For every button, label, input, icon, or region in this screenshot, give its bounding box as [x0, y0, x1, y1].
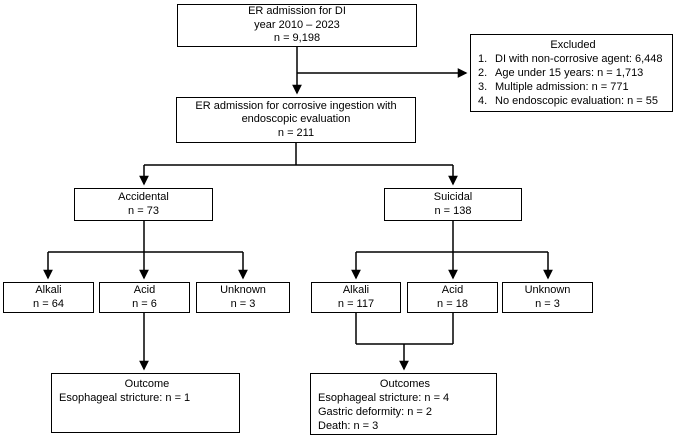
accidental-acid-count: n = 6: [132, 297, 157, 310]
box-excluded: Excluded 1. DI with non-corrosive agent:…: [470, 34, 673, 112]
box-suicidal: Suicidal n = 138: [384, 188, 522, 221]
suicidal-alkali-label: Alkali: [342, 284, 370, 296]
outcome-suicidal-line3: Death: n = 3: [318, 420, 379, 432]
box-suicidal-unknown: Unknown n = 3: [502, 282, 593, 313]
admission-line3: n = 9,198: [273, 32, 321, 45]
accidental-alkali-label: Alkali: [35, 284, 62, 296]
suicidal-acid-label: Acid: [441, 284, 464, 296]
suicidal-count: n = 138: [434, 204, 472, 217]
corrosive-line2: endoscopic evaluation: [241, 113, 351, 126]
box-er-admission-di: ER admission for DI year 2010 – 2023 n =…: [177, 4, 417, 47]
box-suicidal-alkali: Alkali n = 117: [311, 282, 401, 313]
excluded-item-number: 3.: [478, 81, 488, 93]
accidental-label: Accidental: [118, 191, 169, 203]
box-suicidal-acid: Acid n = 18: [407, 282, 498, 313]
accidental-alkali-count: n = 64: [33, 297, 64, 310]
outcome-accidental-line1: Esophageal stricture: n = 1: [59, 392, 191, 404]
excluded-item: 4. No endoscopic evaluation: n = 55: [478, 94, 668, 108]
box-outcome-suicidal: Outcomes Esophageal stricture: n = 4 Gas…: [310, 373, 497, 435]
corrosive-line3: n = 211: [277, 126, 315, 139]
excluded-item-text: No endoscopic evaluation: n = 55: [495, 95, 658, 107]
excluded-title: Excluded: [550, 39, 596, 51]
suicidal-alkali-count: n = 117: [337, 297, 375, 310]
box-accidental-unknown: Unknown n = 3: [196, 282, 290, 313]
suicidal-label: Suicidal: [433, 191, 473, 203]
outcome-accidental-title: Outcome: [124, 378, 170, 390]
outcome-suicidal-title: Outcomes: [379, 378, 431, 390]
accidental-acid-label: Acid: [133, 284, 156, 296]
excluded-item-text: Age under 15 years: n = 1,713: [495, 67, 644, 79]
suicidal-acid-count: n = 18: [437, 297, 468, 310]
admission-line1: ER admission for DI: [248, 5, 346, 18]
excluded-item-number: 4.: [478, 95, 488, 107]
box-accidental: Accidental n = 73: [74, 188, 213, 221]
box-accidental-alkali: Alkali n = 64: [3, 282, 94, 313]
accidental-unknown-label: Unknown: [220, 284, 266, 296]
excluded-item: 2. Age under 15 years: n = 1,713: [478, 66, 668, 80]
excluded-item: 3. Multiple admission: n = 771: [478, 80, 668, 94]
excluded-item: 1. DI with non-corrosive agent: 6,448: [478, 52, 668, 66]
excluded-item-number: 2.: [478, 67, 488, 79]
excluded-item-number: 1.: [478, 53, 488, 65]
box-outcome-accidental: Outcome Esophageal stricture: n = 1: [51, 373, 240, 433]
box-accidental-acid: Acid n = 6: [99, 282, 190, 313]
suicidal-unknown-label: Unknown: [524, 284, 571, 296]
excluded-item-text: Multiple admission: n = 771: [495, 81, 629, 93]
box-er-admission-corrosive: ER admission for corrosive ingestion wit…: [176, 97, 416, 143]
accidental-count: n = 73: [128, 204, 159, 217]
outcome-suicidal-line2: Gastric deformity: n = 2: [318, 406, 433, 418]
excluded-item-text: DI with non-corrosive agent: 6,448: [495, 53, 663, 65]
admission-line2: year 2010 – 2023: [254, 18, 340, 31]
corrosive-line1: ER admission for corrosive ingestion wit…: [195, 99, 397, 112]
outcome-suicidal-line1: Esophageal stricture: n = 4: [318, 392, 450, 404]
accidental-unknown-count: n = 3: [230, 297, 256, 310]
suicidal-unknown-count: n = 3: [535, 297, 560, 310]
